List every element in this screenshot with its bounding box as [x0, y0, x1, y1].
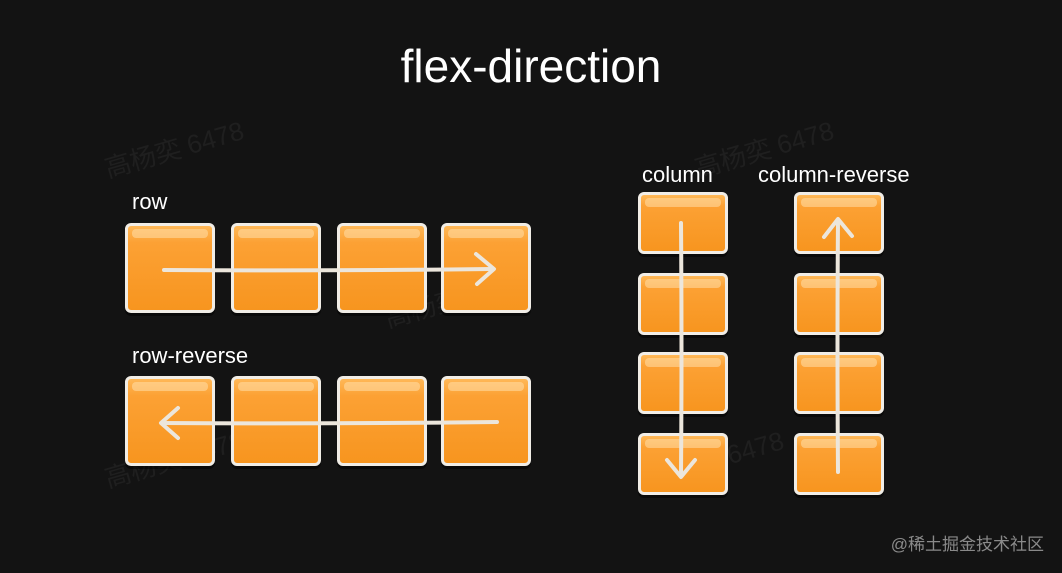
- flex-item-box: [231, 376, 321, 466]
- diagram-title: flex-direction: [400, 40, 662, 92]
- flex-item-box: [794, 352, 884, 414]
- flex-item-box: [337, 223, 427, 313]
- flex-item-box: [638, 192, 728, 254]
- column-label: column: [642, 162, 713, 187]
- flex-item-box: [638, 352, 728, 414]
- flex-item-box: [794, 192, 884, 254]
- flex-item-box: [125, 223, 215, 313]
- flex-item-box: [337, 376, 427, 466]
- flex-item-box: [638, 273, 728, 335]
- source-credit: @稀土掘金技术社区: [890, 535, 1044, 554]
- flex-item-box: [125, 376, 215, 466]
- flex-item-box: [794, 433, 884, 495]
- flex-item-box: [441, 376, 531, 466]
- row-reverse-label: row-reverse: [132, 343, 249, 368]
- watermark: 高杨奕 6478: [101, 115, 248, 184]
- flex-item-box: [441, 223, 531, 313]
- flex-item-box: [231, 223, 321, 313]
- flex-item-box: [638, 433, 728, 495]
- column-reverse-label: column-reverse: [758, 162, 910, 187]
- row-label: row: [132, 189, 168, 214]
- flex-item-box: [794, 273, 884, 335]
